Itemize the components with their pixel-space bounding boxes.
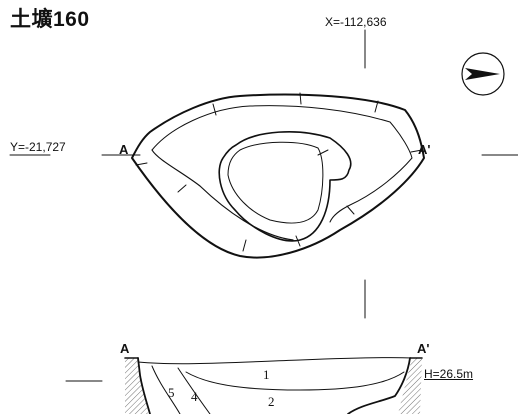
slope-ticks xyxy=(135,92,423,252)
section-point-a-label: A xyxy=(120,341,130,356)
plan-point-a-label: A xyxy=(119,142,129,157)
plan-point-a-prime-label: A' xyxy=(418,142,431,157)
section-pit-profile xyxy=(137,357,411,414)
layer-label-4: 4 xyxy=(191,389,198,404)
layer-label-1: 1 xyxy=(263,367,270,382)
grid-reference-lines xyxy=(9,29,518,382)
pit-bottom-step xyxy=(151,149,294,241)
section-layer-2-4-bound xyxy=(177,367,211,414)
elevation-label: H=26.5m xyxy=(424,367,474,381)
north-arrow-icon xyxy=(461,52,505,96)
pit-outer-outline xyxy=(131,93,425,259)
pit-cavity-floor xyxy=(227,141,324,224)
section-layer-1-top xyxy=(137,357,413,365)
layer-label-2: 2 xyxy=(268,394,275,409)
x-coordinate-label: X=-112,636 xyxy=(325,15,387,29)
feature-title: 土壙160 xyxy=(10,8,90,31)
pit-section xyxy=(124,357,423,414)
pit-central-cavity xyxy=(218,131,352,242)
section-layer-1-bottom xyxy=(185,371,405,391)
section-point-a-prime-label: A' xyxy=(417,341,430,356)
y-coordinate-label: Y=-21,727 xyxy=(10,140,66,154)
layer-label-5: 5 xyxy=(168,385,175,400)
pit-inner-terrace xyxy=(151,105,413,223)
section-layer-4-5-bound xyxy=(151,365,181,414)
pit-plan xyxy=(131,92,425,259)
